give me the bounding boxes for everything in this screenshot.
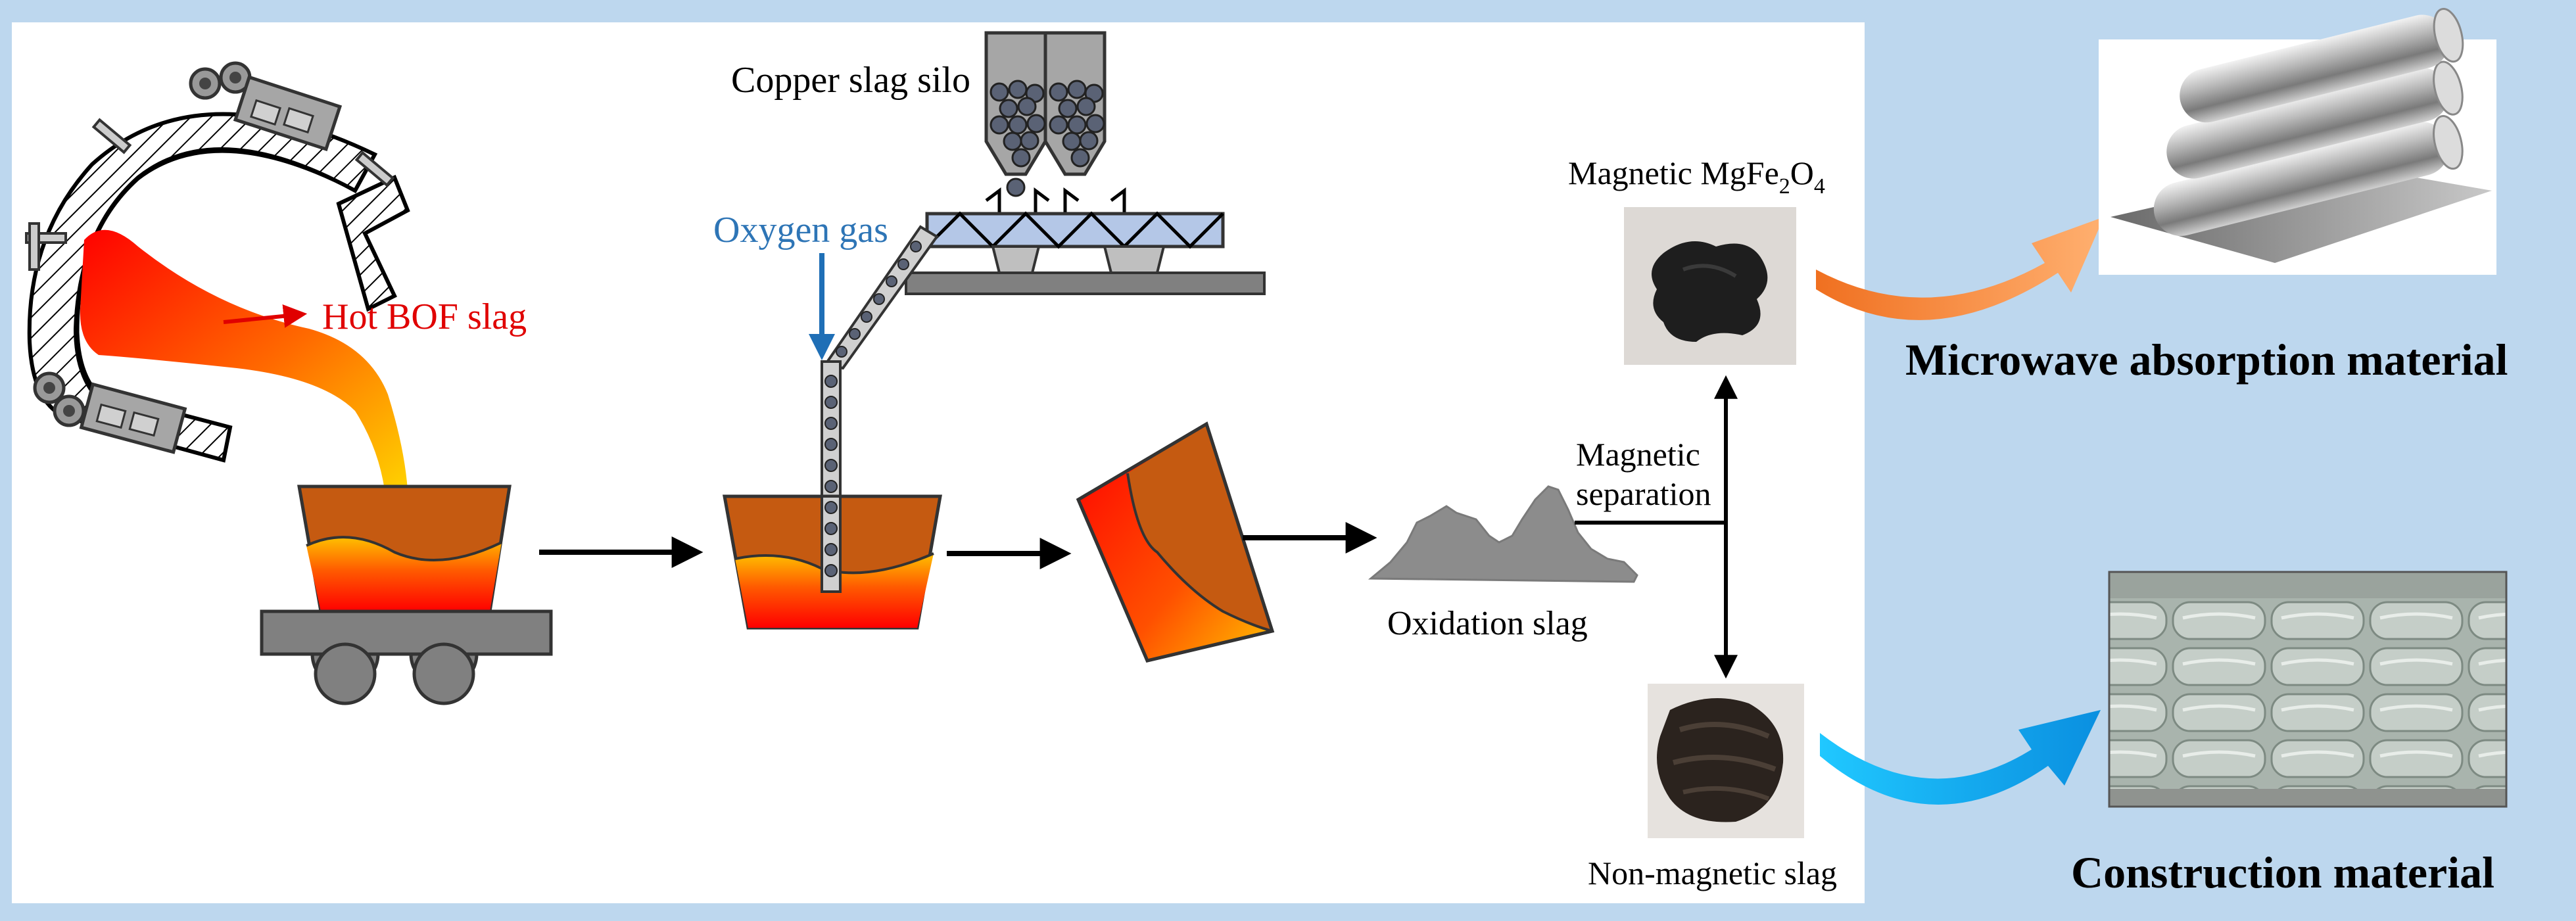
tilted-slag-block-icon (1076, 421, 1275, 663)
slag-pot-car-icon (260, 484, 553, 705)
hot-bof-slag-label: Hot BOF slag (322, 296, 527, 337)
construction-material-label: Construction material (2071, 847, 2494, 897)
ladle-icon (723, 494, 942, 630)
oxidation-slag-label: Oxidation slag (1387, 605, 1588, 642)
molten-slag-stream (80, 229, 408, 490)
cyan-curved-arrow (1820, 710, 2101, 805)
mgfe2o4-powder-photo (1624, 207, 1796, 365)
cement-bags-photo (2108, 571, 2508, 808)
magnetic-separation-label-line1: Magnetic (1576, 436, 1700, 473)
orange-curved-arrow (1816, 217, 2104, 320)
bof-converter-icon (25, 61, 410, 490)
non-magnetic-slag-photo (1648, 684, 1804, 838)
copper-slag-silo-label: Copper slag silo (731, 60, 970, 101)
copper-slag-silo-icon (984, 31, 1126, 214)
microwave-material-label: Microwave absorption material (1905, 335, 2508, 385)
oxidation-slag-pile-icon (1368, 485, 1638, 583)
magnetic-product-label: Magnetic MgFe2O4 (1568, 154, 1825, 199)
hot-bof-slag-arrow (223, 304, 308, 328)
magnetic-separation-label-line2: separation (1576, 475, 1711, 512)
oxygen-gas-label: Oxygen gas (713, 210, 888, 250)
steel-rolls-photo (2099, 8, 2496, 275)
screw-conveyor-icon (905, 211, 1266, 295)
non-magnetic-slag-label: Non-magnetic slag (1588, 855, 1837, 891)
